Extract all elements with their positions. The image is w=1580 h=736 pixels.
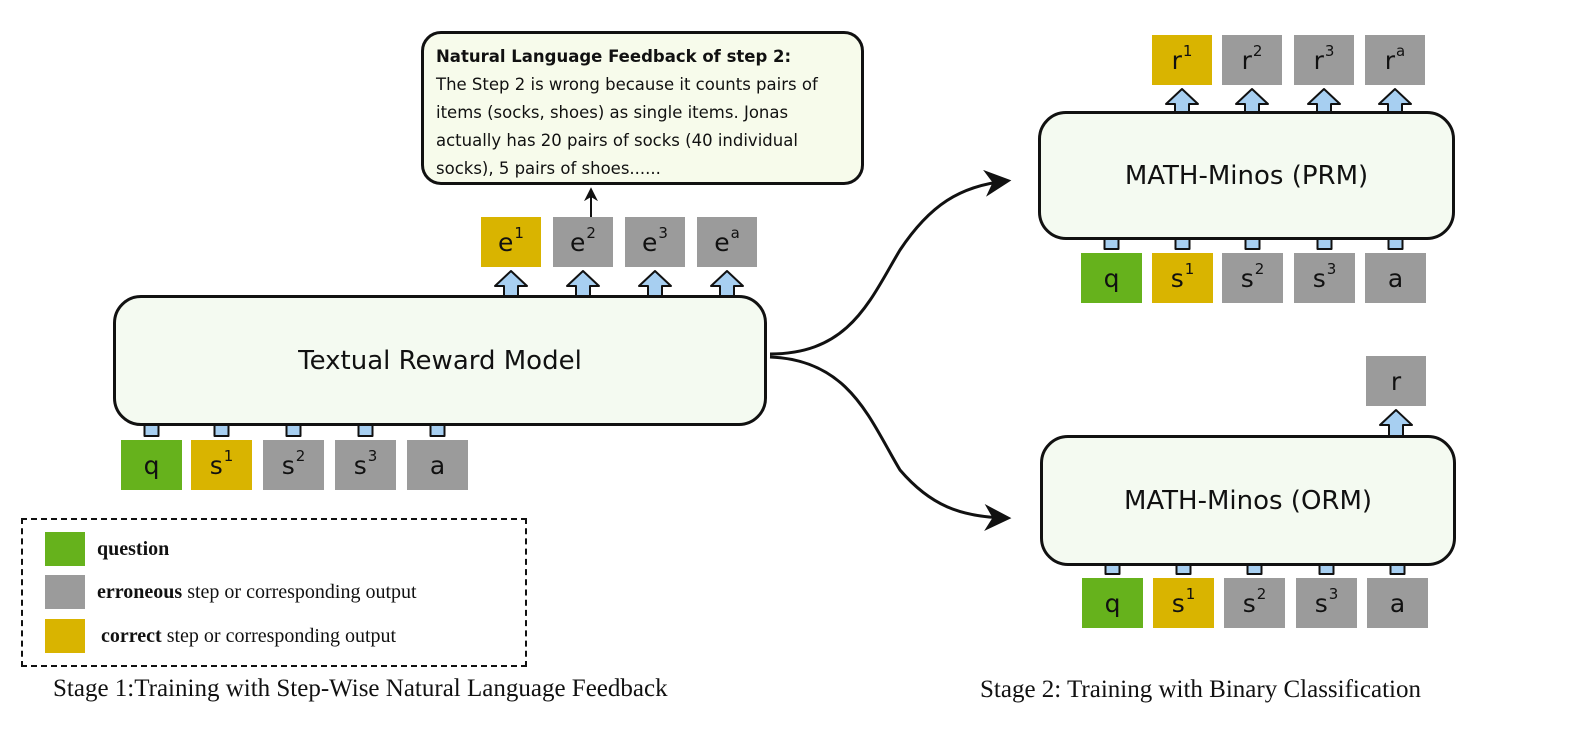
token-base: e	[642, 227, 658, 257]
math-minos-prm: MATH-Minos (PRM)	[1038, 111, 1455, 240]
token-superscript: 2	[586, 224, 596, 242]
token-base: q	[1103, 263, 1120, 293]
prm-inputs-token-a: a	[1365, 253, 1426, 303]
token-base: a	[1387, 263, 1404, 293]
token-superscript: 2	[1256, 585, 1267, 603]
token-base: q	[1104, 588, 1121, 618]
math-minos-orm: MATH-Minos (ORM)	[1040, 435, 1456, 566]
legend-row-correct: correct step or corresponding output	[23, 619, 396, 653]
legend-swatch-erroneous	[45, 575, 85, 609]
token-base: e	[714, 227, 730, 257]
prm-label: MATH-Minos (PRM)	[1124, 160, 1369, 191]
token-superscript: 3	[1326, 260, 1337, 278]
token-base: a	[429, 450, 446, 480]
token-base: s	[1170, 263, 1184, 293]
orm-inputs-token-a: a	[1367, 578, 1428, 628]
stage1-caption: Stage 1:Training with Step-Wise Natural …	[53, 675, 668, 702]
curve-to-prm	[769, 169, 1012, 356]
legend-desc-correct: step or corresponding output	[161, 624, 397, 647]
stage1-inputs-token-q: q	[121, 440, 182, 490]
token-base: q	[143, 450, 160, 480]
token-base: e	[570, 227, 586, 257]
token-superscript: 1	[1184, 260, 1195, 278]
token-base: s	[1312, 263, 1326, 293]
token-base: s	[353, 450, 367, 480]
token-superscript: 3	[1328, 585, 1339, 603]
token-base: s	[1240, 263, 1254, 293]
token-base: s	[1171, 588, 1185, 618]
token-base: r	[1171, 45, 1182, 75]
token-superscript: 2	[295, 447, 306, 465]
token-base: s	[1314, 588, 1328, 618]
token-superscript: 1	[1185, 585, 1196, 603]
token-base: s	[209, 450, 223, 480]
token-base: r	[1384, 45, 1396, 75]
legend-label-question: question	[97, 537, 170, 560]
prm-inputs-token-q: q	[1081, 253, 1142, 303]
feedback-title: Natural Language Feedback of step 2:	[436, 47, 792, 66]
token-base: s	[1242, 588, 1256, 618]
token-superscript: 1	[223, 447, 234, 465]
token-superscript: 3	[658, 224, 668, 242]
legend-desc-erroneous: step or corresponding output	[182, 580, 417, 603]
token-base: a	[1389, 588, 1406, 618]
textual-reward-model-label: Textual Reward Model	[298, 345, 582, 376]
token-superscript: 1	[1182, 42, 1193, 60]
orm-outputs-token-r: r	[1366, 356, 1426, 406]
token-superscript: 1	[514, 224, 524, 242]
token-base: e	[498, 227, 514, 257]
token-superscript: 3	[367, 447, 378, 465]
curve-to-orm	[769, 355, 1012, 532]
legend-swatch-question	[45, 532, 85, 566]
orm-label: MATH-Minos (ORM)	[1123, 485, 1373, 516]
legend-row-question: question	[23, 532, 169, 566]
feedback-bubble: Natural Language Feedback of step 2: The…	[421, 31, 864, 185]
orm-inputs-token-q: q	[1082, 578, 1143, 628]
stage1-inputs-token-a: a	[407, 440, 468, 490]
legend-label-erroneous: erroneous	[97, 580, 183, 603]
token-superscript: 2	[1254, 260, 1265, 278]
token-base: r	[1390, 366, 1402, 396]
token-superscript: a	[1396, 42, 1406, 60]
legend-label-correct: correct	[101, 624, 162, 647]
legend-swatch-correct	[45, 619, 85, 653]
textual-reward-model: Textual Reward Model	[113, 295, 767, 426]
token-superscript: a	[730, 224, 740, 242]
legend-row-erroneous: erroneous step or corresponding output	[23, 575, 417, 609]
token-base: r	[1313, 45, 1324, 75]
token-superscript: 3	[1324, 42, 1335, 60]
token-superscript: 2	[1252, 42, 1263, 60]
feedback-body: The Step 2 is wrong because it counts pa…	[436, 75, 818, 178]
token-base: r	[1241, 45, 1252, 75]
token-base: s	[281, 450, 295, 480]
legend: question erroneous step or corresponding…	[21, 518, 527, 667]
stage2-caption: Stage 2: Training with Binary Classifica…	[980, 676, 1421, 703]
